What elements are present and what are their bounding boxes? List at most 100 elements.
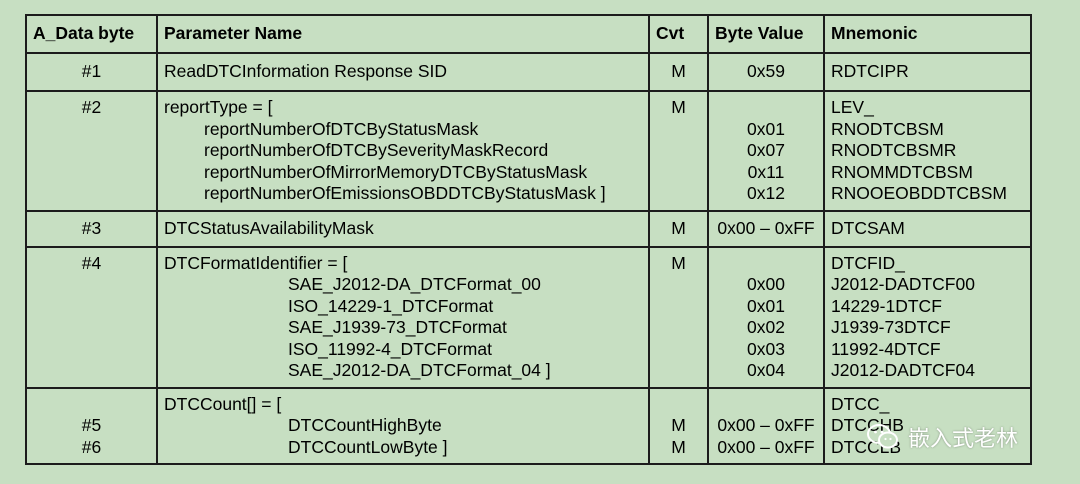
- cell-mnemonic: DTCFID_ J2012-DADTCF00 14229-1DTCF J1939…: [823, 245, 1032, 389]
- byte-value: [715, 394, 817, 416]
- data-byte: #2: [81, 97, 102, 117]
- cvt-value: M: [671, 436, 686, 457]
- mnemonic: 14229-1DTCF: [831, 295, 942, 316]
- byte-value: [715, 97, 817, 119]
- cell-byte-value: 0x00 0x01 0x02 0x03 0x04: [707, 245, 825, 389]
- table-row: #5 #6 DTCCount[] = [ DTCCountHighByte DT…: [25, 386, 1032, 465]
- mnemonic: RDTCIPR: [831, 61, 909, 82]
- byte-value: 0x00 – 0xFF: [717, 415, 815, 435]
- cell-parameter-name: ReadDTCInformation Response SID: [156, 52, 650, 92]
- cell-mnemonic: RDTCIPR: [823, 52, 1032, 92]
- cell-cvt: M M: [648, 386, 709, 465]
- cell-data-byte: #5 #6: [25, 386, 158, 465]
- parameter-name: DTCCountHighByte: [288, 415, 442, 435]
- header-parameter-name: Parameter Name: [156, 14, 650, 54]
- cvt-value: [656, 394, 701, 416]
- parameter-name: reportNumberOfMirrorMemoryDTCByStatusMas…: [204, 161, 588, 182]
- parameter-name: reportType = [: [164, 97, 273, 117]
- byte-value: 0x02: [747, 317, 785, 337]
- data-byte: #5: [81, 415, 102, 435]
- parameter-name: SAE_J2012-DA_DTCFormat_00: [288, 274, 541, 294]
- header-byte-value: Byte Value: [707, 14, 825, 54]
- byte-value: 0x01: [747, 118, 785, 139]
- cell-byte-value: 0x01 0x07 0x11 0x12: [707, 90, 825, 212]
- data-byte: #3: [81, 217, 102, 238]
- table-row: #4 DTCFormatIdentifier = [ SAE_J2012-DA_…: [25, 245, 1032, 389]
- watermark-text: 嵌入式老林: [908, 426, 1019, 451]
- parameter-name: reportNumberOfDTCByStatusMask: [204, 118, 479, 139]
- header-mnemonic: Mnemonic: [823, 14, 1032, 54]
- table-row: #2 reportType = [ reportNumberOfDTCBySta…: [25, 90, 1032, 212]
- table-row: #1 ReadDTCInformation Response SID M 0x5…: [25, 52, 1032, 92]
- parameter-name: SAE_J1939-73_DTCFormat: [288, 317, 507, 337]
- parameter-name: SAE_J2012-DA_DTCFormat_04 ]: [288, 360, 551, 380]
- cell-byte-value: 0x59: [707, 52, 825, 92]
- mnemonic: LEV_: [831, 97, 874, 117]
- byte-value: 0x59: [747, 61, 785, 82]
- byte-value: 0x00 – 0xFF: [717, 436, 815, 457]
- mnemonic: J2012-DADTCF04: [831, 360, 975, 380]
- mnemonic: DTCSAM: [831, 217, 905, 238]
- cell-cvt: M: [648, 245, 709, 389]
- mnemonic: RNODTCBSMR: [831, 140, 957, 160]
- cell-mnemonic: DTCSAM: [823, 209, 1032, 248]
- data-byte: #1: [81, 61, 102, 82]
- cell-parameter-name: DTCCount[] = [ DTCCountHighByte DTCCount…: [156, 386, 650, 465]
- mnemonic: DTCCHB: [831, 415, 904, 435]
- mnemonic: RNOOEOBDDTCBSM: [831, 183, 1007, 203]
- cell-data-byte: #3: [25, 209, 158, 248]
- mnemonic: J2012-DADTCF00: [831, 274, 975, 294]
- byte-value: 0x07: [747, 140, 785, 160]
- data-byte: [33, 394, 150, 416]
- parameter-name: reportNumberOfEmissionsOBDDTCByStatusMas…: [204, 183, 606, 203]
- cell-data-byte: #4: [25, 245, 158, 389]
- byte-value: 0x00 – 0xFF: [717, 217, 815, 238]
- watermark: 嵌入式老林: [866, 420, 1018, 454]
- table-row: #3 DTCStatusAvailabilityMask M 0x00 – 0x…: [25, 209, 1032, 248]
- byte-value: 0x11: [747, 161, 785, 182]
- byte-value: 0x12: [747, 183, 785, 203]
- byte-value: 0x04: [747, 360, 785, 380]
- data-byte: #4: [81, 252, 102, 273]
- parameter-name: DTCFormatIdentifier = [: [164, 252, 348, 273]
- cell-parameter-name: DTCFormatIdentifier = [ SAE_J2012-DA_DTC…: [156, 245, 650, 389]
- mnemonic: DTCC_: [831, 393, 890, 414]
- cvt-value: M: [671, 415, 686, 435]
- table-header-row: A_Data byte Parameter Name Cvt Byte Valu…: [25, 14, 1032, 54]
- mnemonic: DTCFID_: [831, 252, 905, 273]
- parameter-name: ISO_14229-1_DTCFormat: [288, 295, 494, 316]
- parameter-name: ReadDTCInformation Response SID: [164, 61, 448, 82]
- parameter-name: ISO_11992-4_DTCFormat: [288, 338, 492, 359]
- byte-value: 0x03: [747, 338, 785, 359]
- cell-mnemonic: LEV_ RNODTCBSM RNODTCBSMR RNOMMDTCBSM RN…: [823, 90, 1032, 212]
- cell-byte-value: 0x00 – 0xFF: [707, 209, 825, 248]
- data-byte: #6: [81, 436, 102, 457]
- cell-cvt: M: [648, 52, 709, 92]
- wechat-icon: [867, 424, 898, 449]
- cell-data-byte: #2: [25, 90, 158, 212]
- byte-value: 0x01: [747, 295, 785, 316]
- header-cvt: Cvt: [648, 14, 709, 54]
- cell-cvt: M: [648, 209, 709, 248]
- cvt-value: M: [671, 217, 686, 238]
- cvt-value: M: [671, 252, 686, 273]
- parameter-name: DTCStatusAvailabilityMask: [164, 217, 374, 238]
- cell-byte-value: 0x00 – 0xFF 0x00 – 0xFF: [707, 386, 825, 465]
- cell-cvt: M: [648, 90, 709, 212]
- header-data-byte: A_Data byte: [25, 14, 158, 54]
- mnemonic: RNOMMDTCBSM: [831, 161, 973, 182]
- byte-value: [715, 253, 817, 275]
- mnemonic: RNODTCBSM: [831, 118, 944, 139]
- cvt-value: M: [671, 97, 686, 117]
- response-message-table: A_Data byte Parameter Name Cvt Byte Valu…: [25, 14, 1032, 465]
- cvt-value: M: [671, 61, 686, 82]
- parameter-name: DTCCountLowByte ]: [288, 436, 448, 457]
- cell-parameter-name: DTCStatusAvailabilityMask: [156, 209, 650, 248]
- mnemonic: J1939-73DTCF: [831, 317, 951, 337]
- cell-data-byte: #1: [25, 52, 158, 92]
- byte-value: 0x00: [747, 274, 785, 294]
- parameter-name: reportNumberOfDTCBySeverityMaskRecord: [204, 140, 549, 160]
- parameter-name: DTCCount[] = [: [164, 393, 282, 414]
- mnemonic: 11992-4DTCF: [831, 338, 941, 359]
